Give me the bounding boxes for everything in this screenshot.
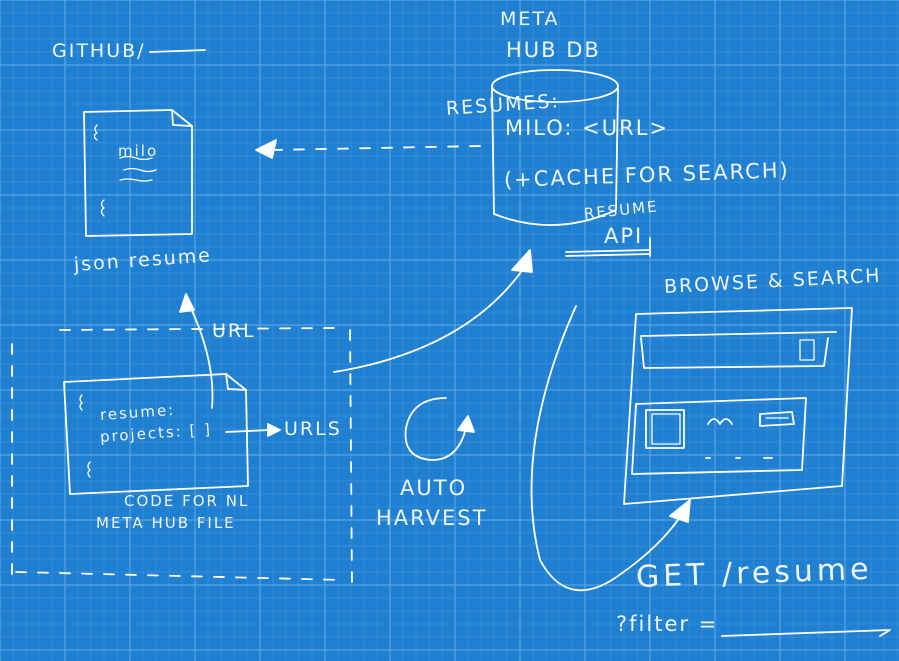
resume-api-label-bottom: API [604, 224, 644, 248]
metahub-file [63, 373, 249, 495]
url-label: URL [212, 320, 256, 342]
scribble-line [123, 167, 157, 173]
filter-underline [721, 629, 891, 637]
url-up-arrow [179, 293, 214, 409]
github-scribble [149, 49, 206, 53]
metahub-db-cylinder [491, 69, 619, 226]
metahub-title-line2: HUB DB [506, 38, 601, 62]
get-request-arrow [530, 305, 691, 592]
json-file-name: milo [118, 142, 159, 160]
json-resume-document [83, 109, 193, 237]
browse-search-window [623, 307, 853, 505]
urls-label: URLS [284, 418, 342, 440]
harvest-to-api-arrow [333, 249, 533, 373]
code-repo-dashed-box [11, 327, 353, 587]
scribble-line [119, 178, 153, 182]
resume-api-box [565, 237, 651, 257]
scribble-line [119, 155, 153, 161]
auto-harvest-line2: HARVEST [376, 506, 488, 530]
auto-harvest-cycle-icon [404, 397, 475, 461]
projects-to-urls-arrow [225, 423, 281, 437]
code-caption-line1: CODE FOR NL [124, 492, 250, 510]
auto-harvest-line1: AUTO [400, 476, 468, 500]
github-label: GITHUB/ [52, 40, 146, 62]
code-caption-line2: META HUB FILE [96, 514, 236, 532]
db-to-json-dashed-arrow [255, 139, 481, 159]
metahub-title-line1: META [500, 8, 560, 30]
resumes-entry: MILO: <URL> [505, 116, 670, 140]
filter-param: ?filter = [616, 612, 719, 636]
